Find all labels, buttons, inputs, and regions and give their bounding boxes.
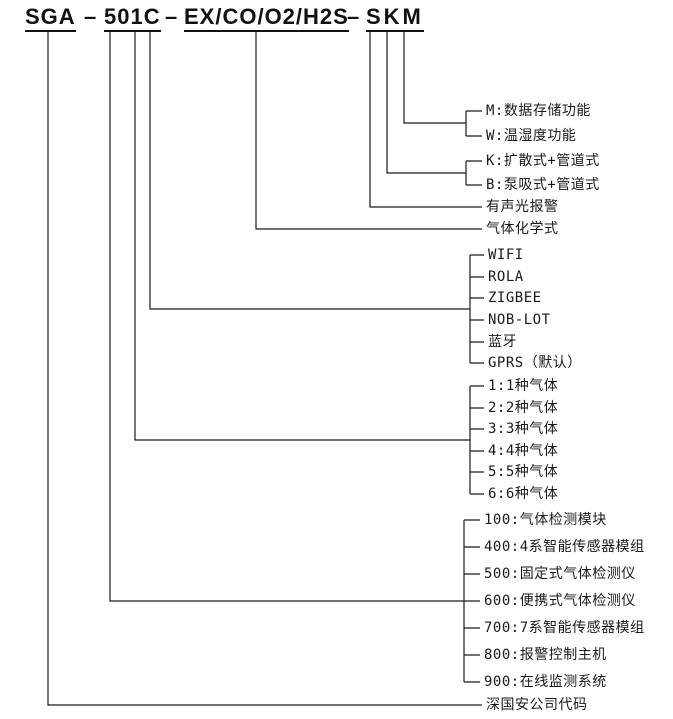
- gas-formula-label: 气体化学式: [486, 221, 559, 237]
- connector-alarm: [369, 32, 482, 208]
- gas-count-label: 2:2种气体: [488, 400, 559, 416]
- connector-function-options: [403, 32, 482, 137]
- connector-company-code: [47, 32, 482, 706]
- comm-option-label: WIFI: [488, 247, 524, 263]
- comm-option-label: 蓝牙: [488, 334, 517, 350]
- title-dash: –: [165, 4, 179, 29]
- title-dash: –: [84, 4, 98, 29]
- connector-gas-formula: [255, 32, 482, 230]
- title-segment-suffix: SKM: [366, 5, 424, 32]
- title-dash: –: [347, 4, 361, 29]
- connector-sampling-options: [386, 32, 482, 186]
- comm-option-label: ZIGBEE: [488, 290, 542, 306]
- comm-option-label: ROLA: [488, 269, 524, 285]
- function-option-label: W:温湿度功能: [486, 128, 577, 144]
- series-label: 800:报警控制主机: [484, 647, 607, 663]
- company-code-label: 深国安公司代码: [486, 697, 588, 713]
- series-label: 400:4系智能传感器模组: [484, 539, 645, 555]
- title-segment-company: SGA: [25, 5, 76, 32]
- gas-count-label: 4:4种气体: [488, 443, 559, 459]
- series-label: 900:在线监测系统: [484, 674, 607, 690]
- connector-communication-options: [149, 32, 484, 364]
- title-segment-model: 501C: [104, 5, 161, 32]
- gas-count-label: 5:5种气体: [488, 464, 559, 480]
- alarm-label: 有声光报警: [486, 199, 559, 215]
- gas-count-label: 1:1种气体: [488, 378, 559, 394]
- gas-count-label: 3:3种气体: [488, 421, 559, 437]
- series-label: 600:便携式气体检测仪: [484, 593, 636, 609]
- connector-gas-count-options: [134, 32, 484, 495]
- comm-option-label: GPRS（默认）: [488, 355, 582, 371]
- series-label: 500:固定式气体检测仪: [484, 566, 636, 582]
- function-option-label: M:数据存储功能: [486, 103, 591, 119]
- comm-option-label: NOB-LOT: [488, 312, 551, 328]
- series-label: 100:气体检测模块: [484, 512, 607, 528]
- sampling-option-label: K:扩散式+管道式: [486, 153, 600, 169]
- sampling-option-label: B:泵吸式+管道式: [486, 177, 600, 193]
- connector-series-options: [109, 32, 480, 683]
- series-label: 700:7系智能传感器模组: [484, 620, 645, 636]
- title-segment-gas-formula: EX/CO/O2/H2S: [184, 5, 349, 32]
- gas-count-label: 6:6种气体: [488, 486, 559, 502]
